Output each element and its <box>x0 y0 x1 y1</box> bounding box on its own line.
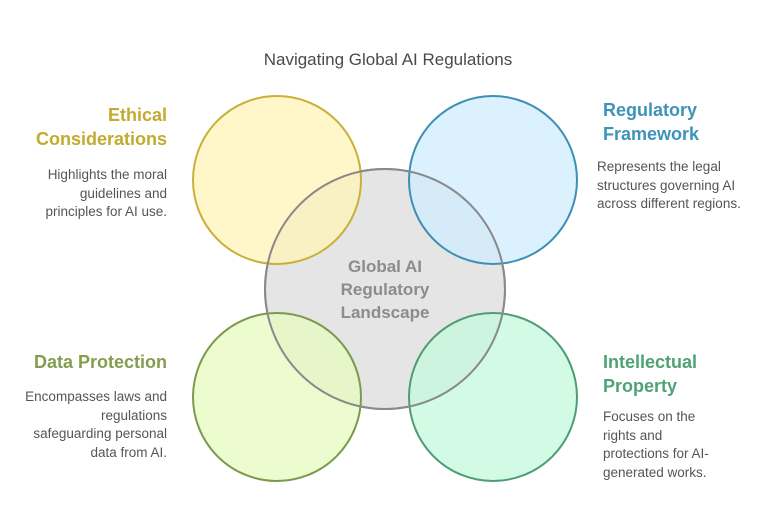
ethical-description: Highlights the moral guidelines and prin… <box>45 167 167 219</box>
ethical-title: Ethical Considerations <box>35 105 167 149</box>
ethical-circle <box>192 95 362 265</box>
ip-circle <box>408 312 578 482</box>
regulatory-title: Regulatory Framework <box>603 100 700 144</box>
ip-title: Intellectual Property <box>603 352 698 396</box>
data-protection-title: Data Protection <box>33 352 167 372</box>
regulatory-circle <box>408 95 578 265</box>
center-label: Global AI Regulatory Landscape <box>340 257 430 322</box>
center-circle-outline <box>264 168 506 410</box>
data-protection-circle <box>192 312 362 482</box>
data-protection-description: Encompasses laws and regulations safegua… <box>25 389 167 460</box>
diagram-title: Navigating Global AI Regulations <box>263 50 513 69</box>
regulatory-description: Represents the legal structures governin… <box>597 159 741 211</box>
ip-description: Focuses on the rights and protections fo… <box>603 409 709 480</box>
